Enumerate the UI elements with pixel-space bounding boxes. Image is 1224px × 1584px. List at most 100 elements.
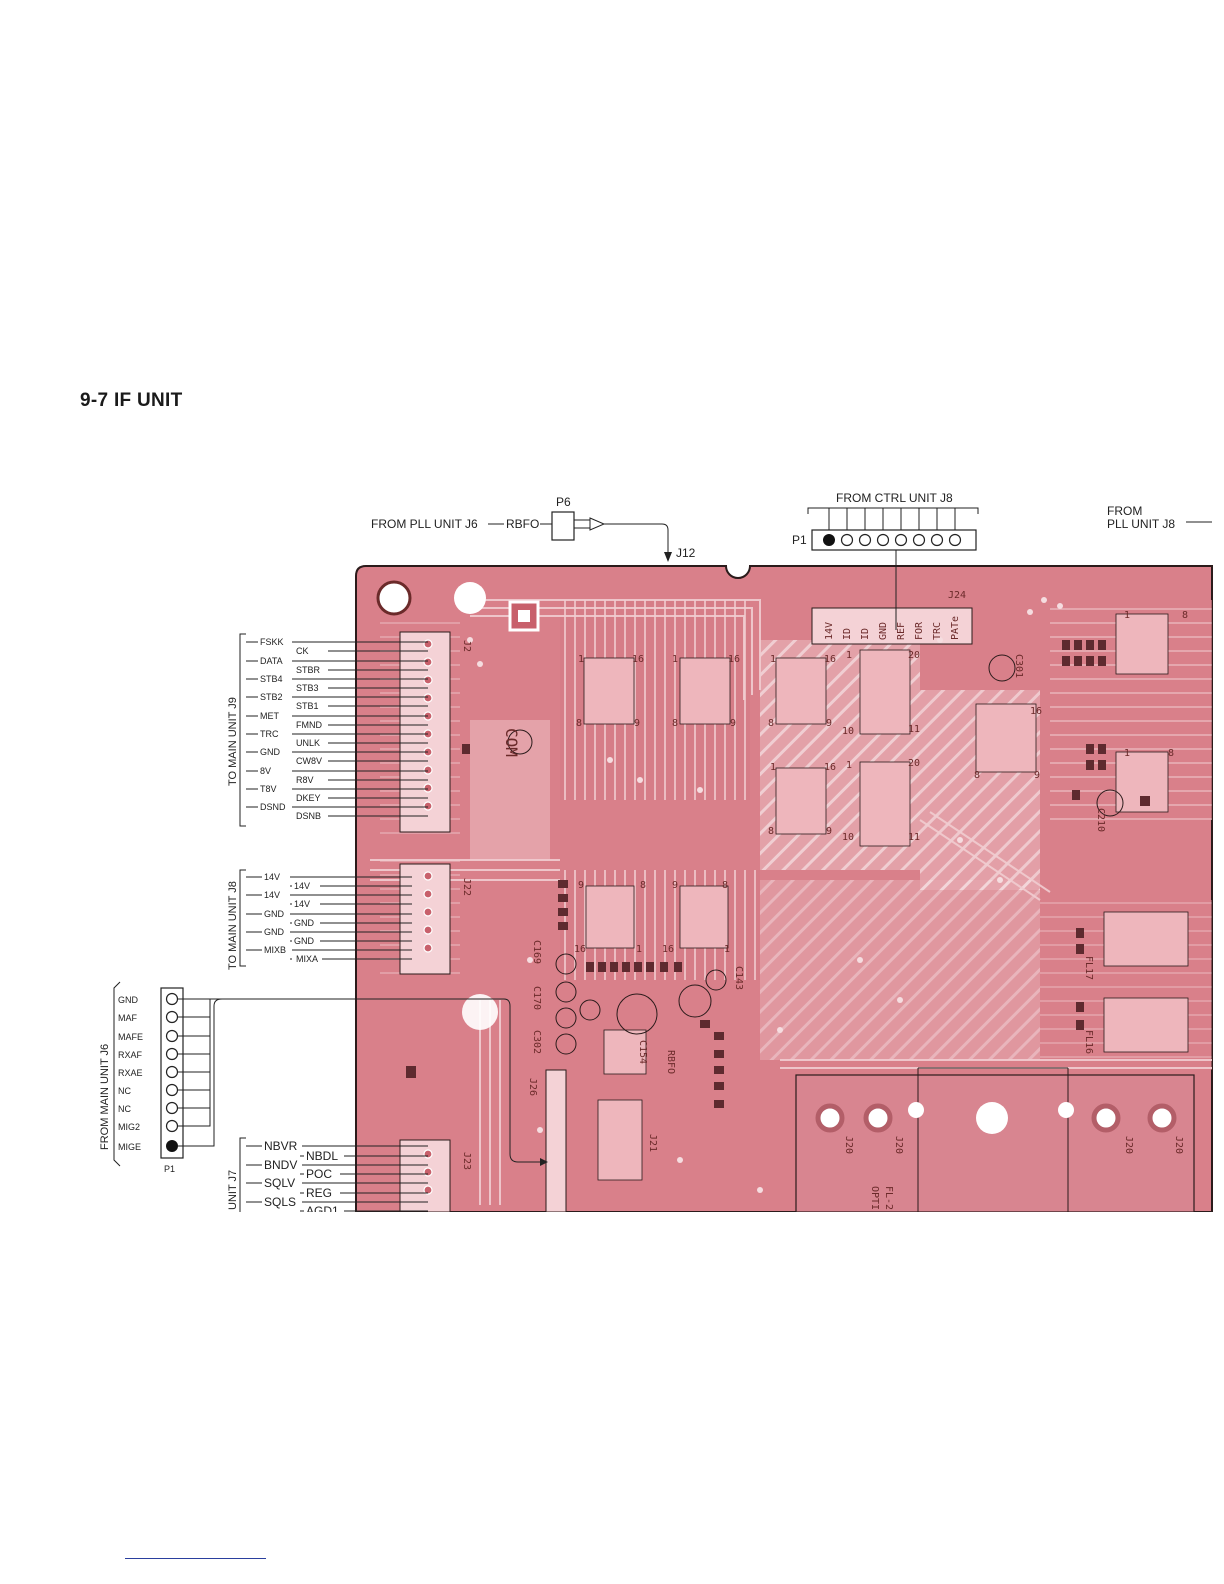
svg-text:C154: C154 — [637, 1040, 648, 1064]
svg-text:1: 1 — [636, 944, 642, 955]
svg-text:J26: J26 — [527, 1078, 538, 1096]
svg-text:9: 9 — [730, 718, 736, 729]
svg-text:MIG2: MIG2 — [118, 1122, 140, 1132]
main-unit-j9: TO MAIN UNIT J9 FSKK DATA STB4 STB2 MET … — [227, 633, 428, 827]
svg-text:FL17: FL17 — [1083, 956, 1094, 980]
svg-text:GND: GND — [878, 622, 889, 640]
svg-text:STB4: STB4 — [260, 674, 283, 684]
svg-text:PLL UNIT J8: PLL UNIT J8 — [1107, 517, 1175, 531]
svg-text:11: 11 — [908, 724, 920, 735]
svg-text:FL-2: FL-2 — [883, 1186, 894, 1210]
svg-text:J2: J2 — [461, 640, 472, 652]
svg-text:J21: J21 — [647, 1134, 658, 1152]
svg-text:16: 16 — [574, 944, 586, 955]
svg-text:8: 8 — [576, 718, 582, 729]
svg-text:C302: C302 — [531, 1030, 542, 1054]
svg-text:9: 9 — [826, 826, 832, 837]
svg-text:STB2: STB2 — [260, 692, 283, 702]
svg-text:NBDL: NBDL — [306, 1149, 338, 1163]
main-unit-j6: FROM MAIN UNIT J6 GND MAF MAFE RXAF RXAE… — [99, 981, 548, 1174]
svg-text:FROM: FROM — [1107, 504, 1142, 518]
svg-text:RBFO: RBFO — [665, 1050, 676, 1074]
svg-text:TRC: TRC — [260, 729, 279, 739]
svg-text:DSNB: DSNB — [296, 811, 321, 821]
svg-text:FSKK: FSKK — [260, 637, 284, 647]
svg-text:REG: REG — [306, 1186, 332, 1200]
svg-text:20: 20 — [908, 758, 920, 769]
svg-text:9: 9 — [578, 880, 584, 891]
svg-text:8: 8 — [768, 718, 774, 729]
from-ctrl-unit-j8: FROM CTRL UNIT J8 — [836, 491, 953, 505]
svg-text:C301: C301 — [1013, 654, 1024, 678]
svg-text:1: 1 — [578, 654, 584, 665]
svg-text:MIXB: MIXB — [264, 945, 286, 955]
svg-text:OPTI: OPTI — [869, 1186, 880, 1210]
pcb-silkscreen: 14V ID ID GND REF FOR TRC PATe J24 1 16 … — [461, 590, 1188, 1210]
svg-text:J20: J20 — [843, 1136, 854, 1154]
svg-text:9: 9 — [826, 718, 832, 729]
svg-text:1: 1 — [1124, 610, 1130, 621]
svg-text:16: 16 — [1030, 706, 1042, 717]
svg-text:T8V: T8V — [260, 784, 277, 794]
svg-text:GND: GND — [264, 927, 285, 937]
svg-text:16: 16 — [728, 654, 740, 665]
svg-text:CW8V: CW8V — [296, 756, 322, 766]
svg-text:DSND: DSND — [260, 802, 286, 812]
svg-text:J12: J12 — [676, 546, 696, 560]
svg-text:1: 1 — [770, 654, 776, 665]
svg-text:REF: REF — [896, 622, 907, 640]
svg-text:BNDV: BNDV — [264, 1158, 297, 1172]
svg-text:COM: COM — [502, 728, 521, 757]
footer-link-underline — [125, 1558, 266, 1559]
svg-text:STB3: STB3 — [296, 683, 319, 693]
svg-text:1: 1 — [846, 760, 852, 771]
svg-text:8: 8 — [722, 880, 728, 891]
svg-text:8: 8 — [1168, 748, 1174, 759]
svg-text:UNIT J7: UNIT J7 — [227, 1170, 239, 1210]
svg-text:1: 1 — [846, 650, 852, 661]
svg-text:14V: 14V — [294, 881, 310, 891]
svg-text:8: 8 — [1182, 610, 1188, 621]
svg-text:UNLK: UNLK — [296, 738, 320, 748]
svg-text:TO MAIN UNIT J9: TO MAIN UNIT J9 — [227, 697, 239, 786]
svg-text:8: 8 — [672, 718, 678, 729]
svg-text:P1: P1 — [164, 1164, 175, 1174]
svg-text:9: 9 — [634, 718, 640, 729]
svg-text:16: 16 — [824, 654, 836, 665]
svg-text:J20: J20 — [1173, 1136, 1184, 1154]
svg-text:MAFE: MAFE — [118, 1032, 143, 1042]
svg-text:DKEY: DKEY — [296, 793, 321, 803]
svg-text:ID: ID — [860, 628, 871, 640]
svg-text:11: 11 — [908, 832, 920, 843]
svg-text:14V: 14V — [264, 872, 280, 882]
pll-j8-connection: FROM PLL UNIT J8 — [1107, 504, 1212, 531]
svg-text:SQLS: SQLS — [264, 1195, 296, 1209]
svg-text:MIGE: MIGE — [118, 1142, 141, 1152]
svg-text:STB1: STB1 — [296, 701, 319, 711]
svg-text:1: 1 — [1124, 748, 1130, 759]
main-unit-j8: TO MAIN UNIT J8 14V 14V GND GND MIXB 14V… — [227, 869, 412, 970]
svg-text:14V: 14V — [824, 622, 835, 640]
svg-text:C170: C170 — [531, 986, 542, 1010]
svg-text:J20: J20 — [1123, 1136, 1134, 1154]
svg-text:MET: MET — [260, 711, 280, 721]
svg-text:CK: CK — [296, 646, 309, 656]
svg-text:1: 1 — [724, 944, 730, 955]
svg-text:NC: NC — [118, 1086, 131, 1096]
svg-text:NBVR: NBVR — [264, 1139, 298, 1153]
svg-text:C143: C143 — [733, 966, 744, 990]
svg-text:8V: 8V — [260, 766, 271, 776]
svg-text:MIXA: MIXA — [296, 954, 318, 964]
svg-text:SQLV: SQLV — [264, 1176, 295, 1190]
svg-text:8: 8 — [974, 770, 980, 781]
svg-text:POC: POC — [306, 1167, 332, 1181]
svg-text:RBFO: RBFO — [506, 517, 539, 531]
svg-text:DATA: DATA — [260, 656, 283, 666]
svg-text:14V: 14V — [294, 899, 310, 909]
svg-text:16: 16 — [632, 654, 644, 665]
svg-text:PATe: PATe — [950, 616, 961, 640]
page-title: 9-7 IF UNIT — [80, 390, 183, 411]
svg-text:J22: J22 — [461, 878, 472, 896]
svg-text:FMND: FMND — [296, 720, 322, 730]
